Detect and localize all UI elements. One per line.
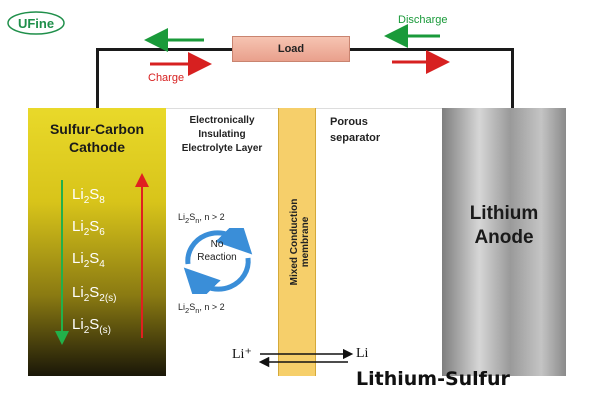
- species-li2s4: Li2S4: [72, 250, 105, 270]
- charge-label: Charge: [148, 72, 185, 84]
- mixed-conduction-membrane: [278, 108, 316, 376]
- load-label: Load: [277, 43, 305, 55]
- ion-li: Li: [356, 346, 369, 361]
- logo-text: UFine: [18, 16, 54, 31]
- species-li2s2: Li2S2(s): [72, 284, 117, 304]
- no-reaction-cycle-icon: [183, 228, 253, 294]
- electrolyte-title: Electronically Insulating Electrolyte La…: [181, 115, 263, 154]
- diagram-caption: Lithium-Sulfur: [356, 368, 510, 390]
- wire-top-right: [350, 48, 514, 51]
- no-reaction-label: No Reaction: [197, 239, 237, 263]
- species-li2s: Li2S(s): [72, 316, 111, 336]
- discharge-label: Discharge: [398, 14, 448, 26]
- wire-left-vertical: [96, 48, 99, 108]
- polysulfide-bottom: Li2Sn, n > 2: [178, 302, 225, 315]
- lithium-anode: [442, 108, 566, 376]
- membrane-label: Mixed Conduction membrane: [289, 198, 311, 286]
- load-box: Load: [232, 36, 350, 62]
- wire-right-vertical: [511, 48, 514, 108]
- ufine-logo: UFine: [6, 10, 66, 36]
- cathode-title: Sulfur-Carbon Cathode: [49, 121, 145, 155]
- ion-li-plus: Li⁺: [232, 347, 252, 362]
- flow-arrows: [144, 24, 450, 76]
- separator-title: Porous separator: [330, 116, 381, 144]
- cathode-arrows: [55, 173, 149, 345]
- species-li2s8: Li2S8: [72, 186, 105, 206]
- porous-separator: [316, 108, 442, 376]
- anode-title: Lithium Anode: [469, 203, 539, 248]
- ion-exchange-arrows: [258, 348, 354, 368]
- species-li2s6: Li2S6: [72, 218, 105, 238]
- polysulfide-top: Li2Sn, n > 2: [178, 212, 225, 225]
